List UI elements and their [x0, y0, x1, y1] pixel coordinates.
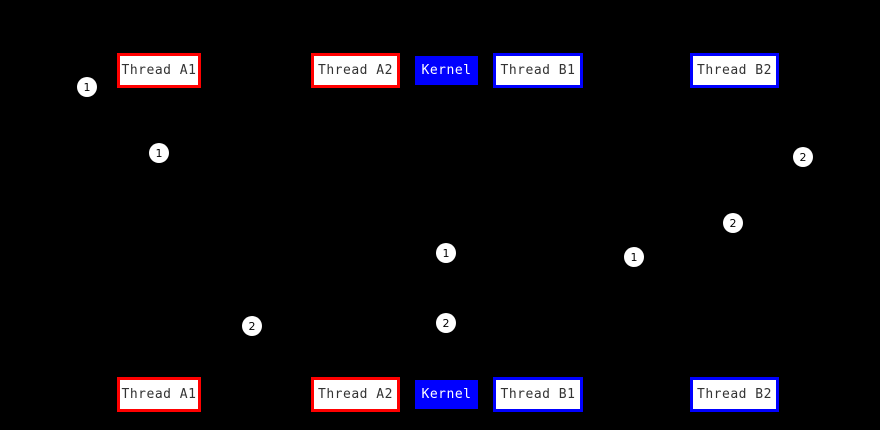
step-badge-number: 1	[155, 146, 163, 160]
participant-thread-b1-bottom[interactable]: Thread B1	[493, 377, 583, 412]
participant-kernel-bottom[interactable]: Kernel	[415, 380, 478, 409]
step-badge-2-kernel: 2	[436, 313, 456, 333]
step-badge-1-kernel: 1	[436, 243, 456, 263]
lifeline-thread-a2	[355, 88, 356, 377]
participant-thread-b2-bottom[interactable]: Thread B2	[690, 377, 779, 412]
participant-kernel-top[interactable]: Kernel	[415, 56, 478, 85]
participant-label: Kernel	[421, 63, 472, 78]
participant-thread-a2-top[interactable]: Thread A2	[311, 53, 400, 88]
step-badge-number: 1	[83, 80, 91, 94]
participant-label: Thread B2	[697, 63, 772, 78]
participant-thread-a1-bottom[interactable]: Thread A1	[117, 377, 201, 412]
participant-label: Thread B2	[697, 387, 772, 402]
participant-thread-a1-top[interactable]: Thread A1	[117, 53, 201, 88]
participant-label: Thread B1	[500, 387, 576, 402]
step-badge-1-b1-mid: 1	[624, 247, 644, 267]
participant-label: Kernel	[421, 387, 472, 402]
participant-label: Thread A1	[121, 63, 197, 78]
participant-label: Thread B1	[500, 63, 576, 78]
participant-label: Thread A2	[318, 63, 393, 78]
step-badge-2-b2-right: 2	[793, 147, 813, 167]
step-badge-number: 1	[630, 250, 638, 264]
participant-thread-b1-top[interactable]: Thread B1	[493, 53, 583, 88]
participant-label: Thread A2	[318, 387, 393, 402]
step-badge-number: 1	[442, 246, 450, 260]
step-badge-number: 2	[442, 316, 450, 330]
step-badge-1-a1-left: 1	[77, 77, 97, 97]
step-badge-1-a1-below: 1	[149, 143, 169, 163]
participant-label: Thread A1	[121, 387, 197, 402]
step-badge-2-a2-lower: 2	[242, 316, 262, 336]
participant-thread-a2-bottom[interactable]: Thread A2	[311, 377, 400, 412]
step-badge-number: 2	[248, 319, 256, 333]
lifeline-thread-a1	[159, 88, 160, 377]
lifeline-kernel	[446, 88, 447, 377]
step-badge-2-b2-lower: 2	[723, 213, 743, 233]
lifeline-thread-b1	[538, 88, 539, 377]
step-badge-number: 2	[799, 150, 807, 164]
step-badge-number: 2	[729, 216, 737, 230]
participant-thread-b2-top[interactable]: Thread B2	[690, 53, 779, 88]
